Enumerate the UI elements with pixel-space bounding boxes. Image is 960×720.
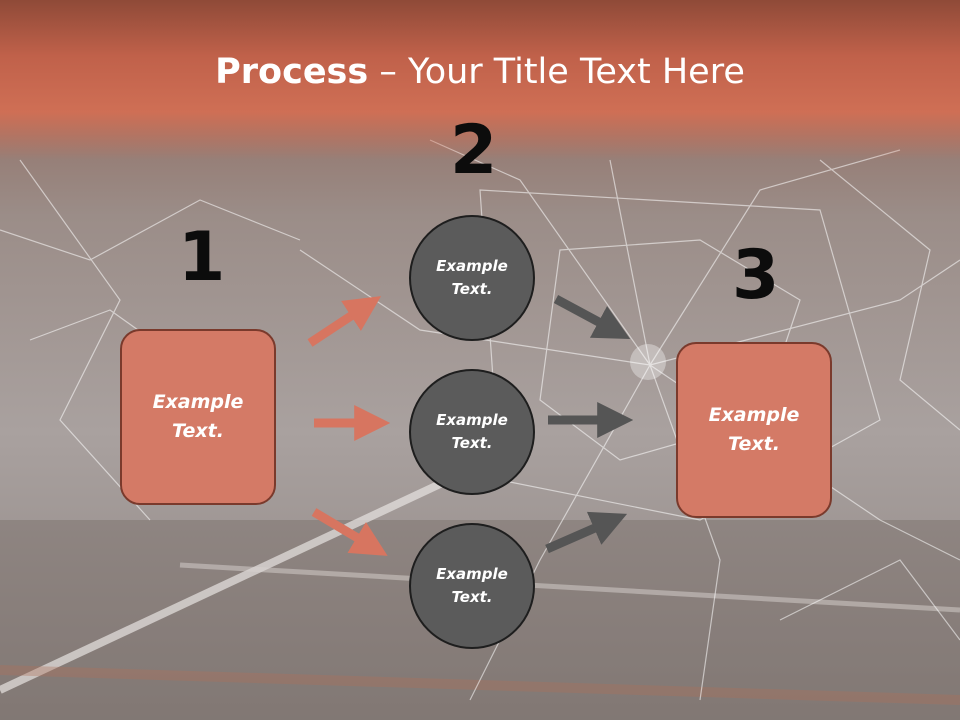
- arrow-from-bottom: [545, 511, 628, 554]
- step-number-3: 3: [732, 236, 780, 315]
- step-1-box[interactable]: Example Text.: [120, 329, 276, 505]
- circle-middle-text: Example Text.: [436, 411, 508, 452]
- slide-title: Process – Your Title Text Here: [0, 52, 960, 92]
- step-number-2: 2: [450, 111, 498, 190]
- arrow-to-top: [307, 296, 382, 347]
- title-band: [0, 0, 960, 160]
- circle-top[interactable]: Example Text.: [409, 215, 535, 341]
- arrow-to-bottom: [311, 508, 388, 556]
- step-3-text: Example Text.: [708, 404, 800, 455]
- circle-top-text: Example Text.: [436, 257, 508, 298]
- circle-middle[interactable]: Example Text.: [409, 369, 535, 495]
- step-number-1: 1: [178, 218, 226, 297]
- step-3-box[interactable]: Example Text.: [676, 342, 832, 518]
- title-bold: Process: [215, 52, 369, 92]
- circle-bottom[interactable]: Example Text.: [409, 523, 535, 649]
- step-1-text: Example Text.: [152, 391, 244, 442]
- arrow-from-top: [553, 295, 631, 339]
- circle-bottom-text: Example Text.: [436, 565, 508, 606]
- title-rest: – Your Title Text Here: [368, 52, 745, 92]
